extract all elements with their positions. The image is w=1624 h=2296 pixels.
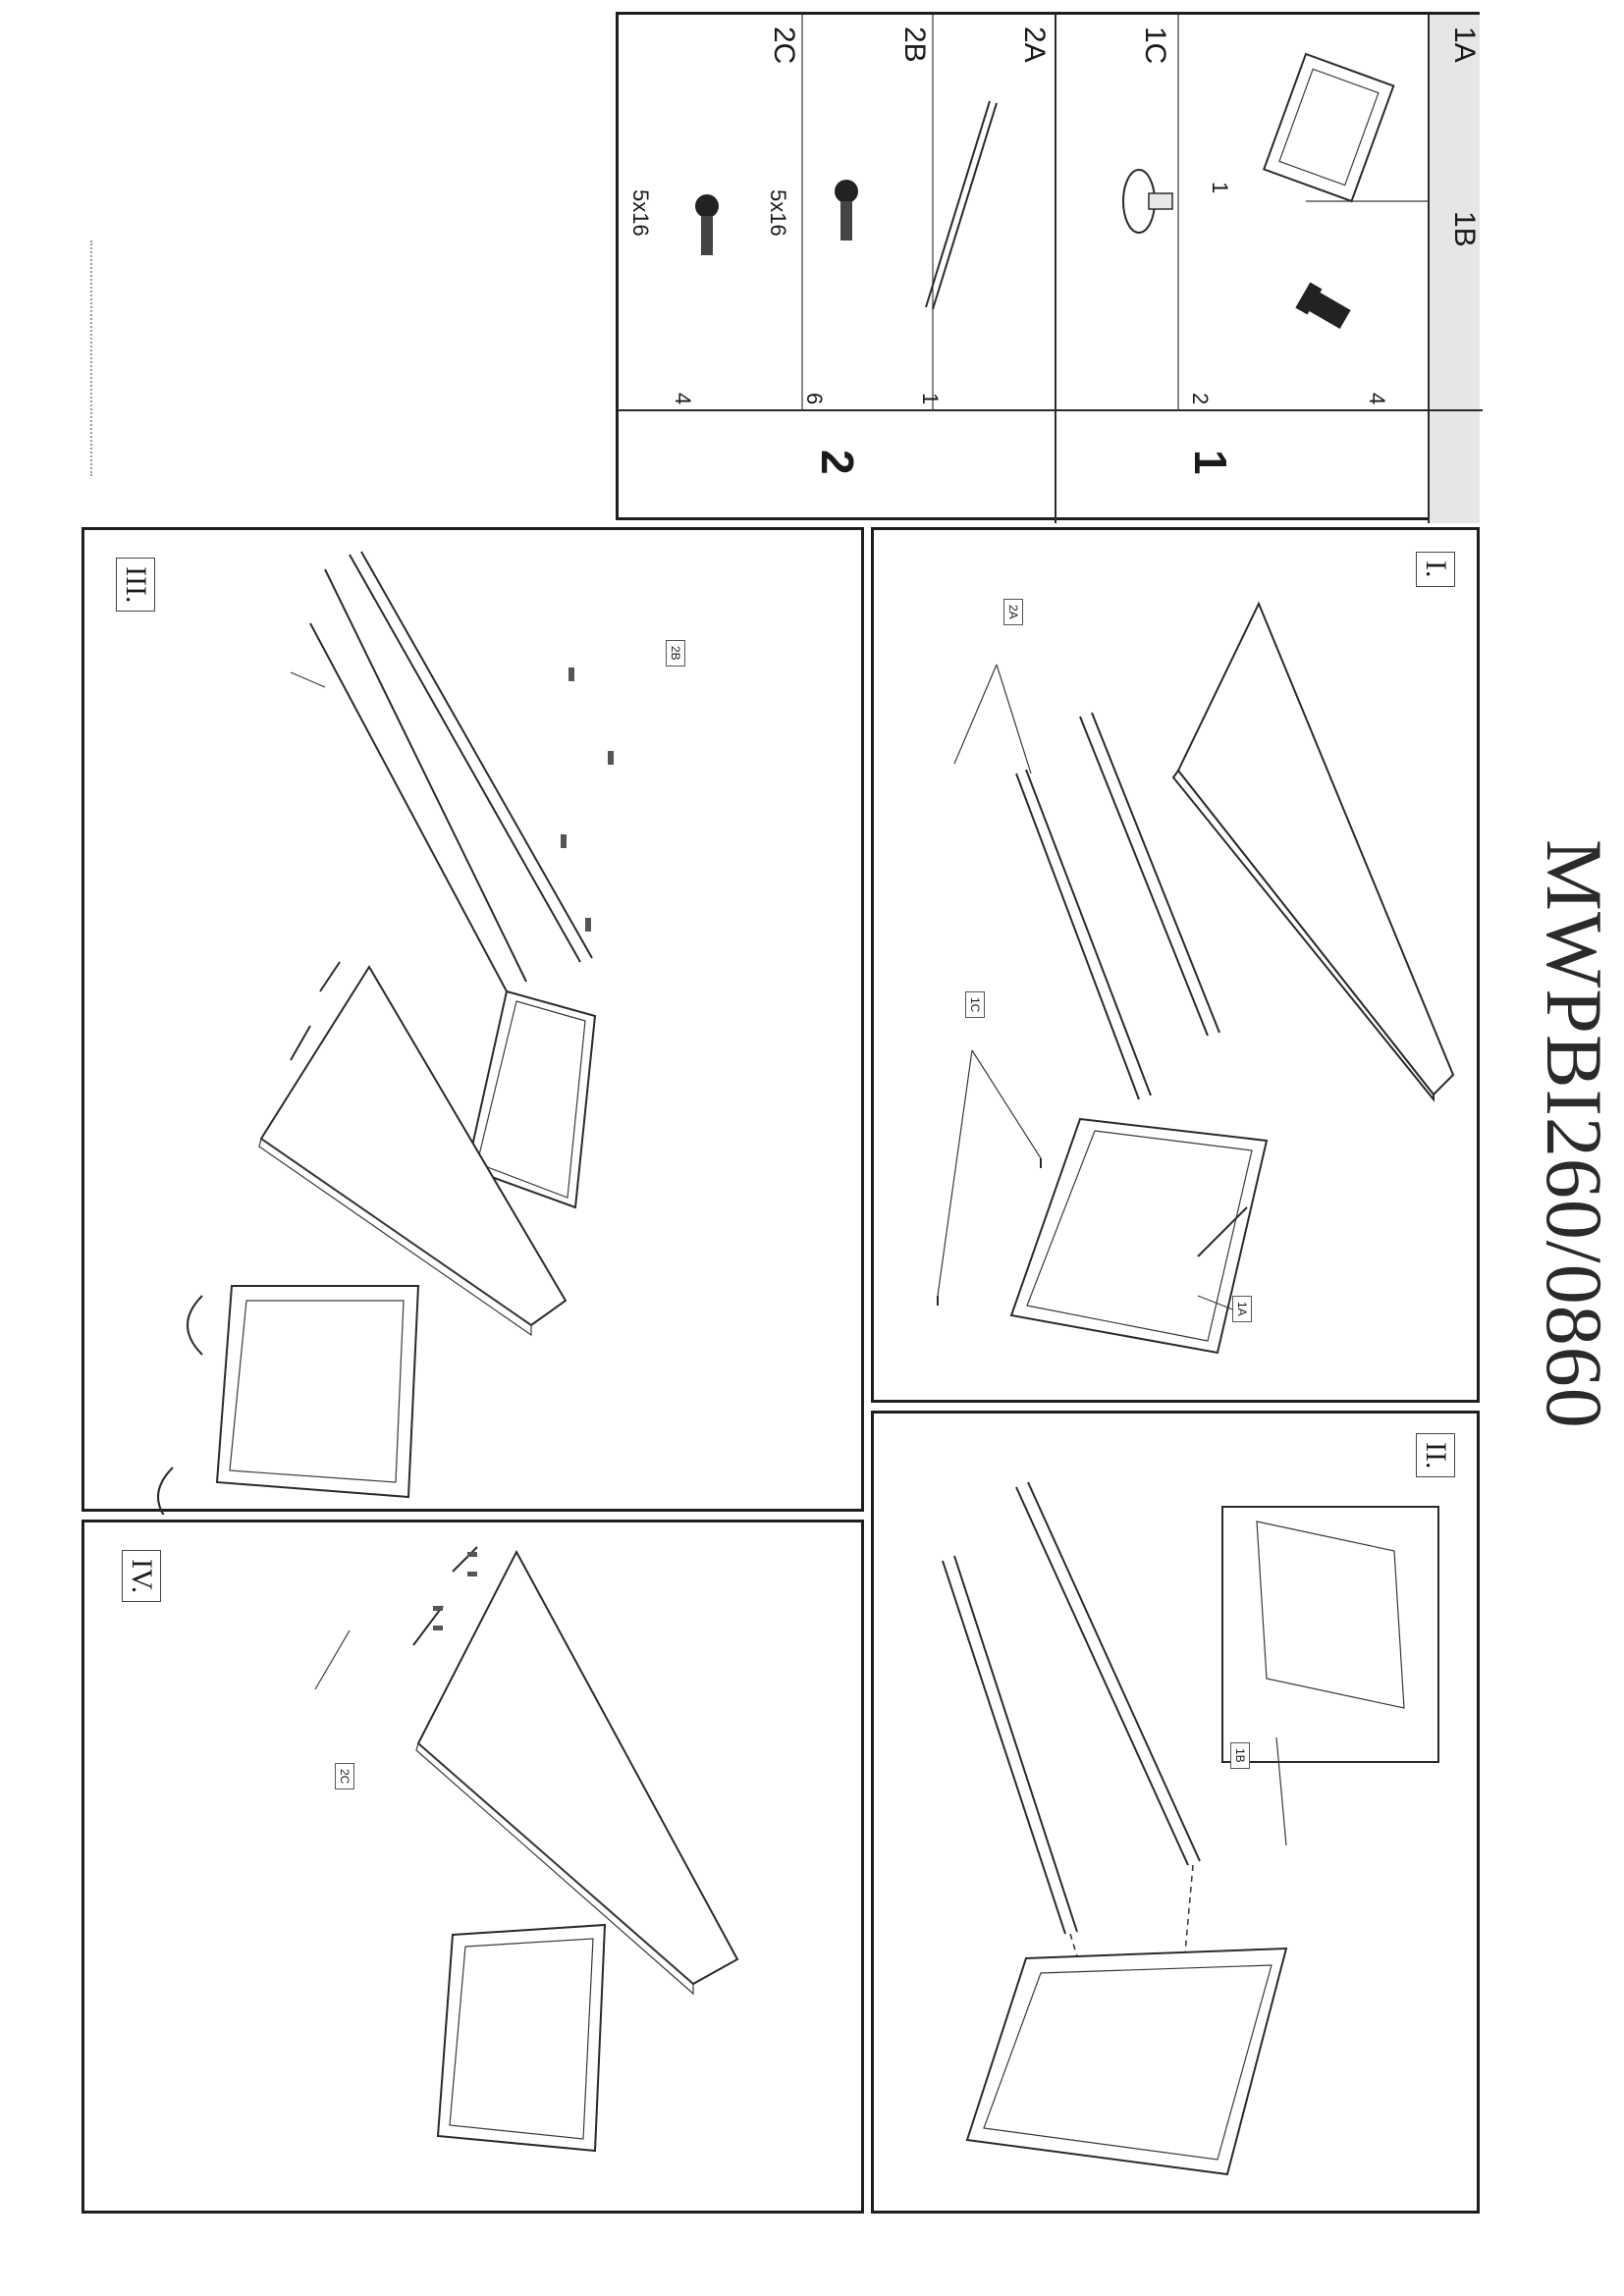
step-4-panel: IV. 2C (81, 1520, 864, 2214)
part-qty-1c: 2 (1188, 393, 1213, 405)
step-2-label: II. (1416, 1433, 1455, 1478)
step-3-panel: III. 2B (81, 527, 864, 1515)
callout-2b: 2B (666, 640, 685, 667)
margin-dotted-line (90, 240, 92, 476)
document-title: MWPBI260/0860 (1530, 839, 1619, 1429)
step-4-illustration (314, 1546, 739, 2153)
part-extra-label: 1 (1208, 182, 1232, 194)
callout-2c: 2C (335, 1763, 354, 1790)
part-qty-2b: 6 (802, 393, 827, 405)
callout-1b: 1B (1230, 1742, 1250, 1769)
step-1-label: I. (1416, 552, 1455, 587)
callout-2a: 2A (1003, 599, 1023, 625)
part-code-1a: 1A (1448, 27, 1481, 63)
part-code-2c: 2C (768, 27, 800, 65)
parts-table: 1A 1B 1C 4 2 1 1 2A 2B 2C 5x16 5x16 1 6 … (616, 12, 1483, 523)
part-size-2c: 5x16 (628, 189, 653, 237)
part-qty-2c: 4 (671, 393, 695, 405)
step-4-label: IV. (122, 1550, 161, 1603)
step-2-panel: II. 1B (871, 1411, 1480, 2214)
part-code-1b: 1B (1448, 211, 1481, 247)
step-1-panel: I. 2A 1C 1A (871, 527, 1480, 1403)
part-code-2a: 2A (1018, 27, 1051, 63)
part-code-1c: 1C (1139, 27, 1171, 65)
group-number-1: 1 (1185, 450, 1236, 475)
part-qty-2a: 1 (918, 393, 943, 405)
step-3-label: III. (116, 558, 155, 613)
step-3-illustration (157, 551, 614, 1515)
step-2-illustration (942, 1481, 1439, 2176)
part-qty-1b: 4 (1365, 393, 1389, 405)
callout-1c: 1C (965, 991, 985, 1019)
part-code-2b: 2B (898, 27, 931, 63)
callout-1a: 1A (1232, 1296, 1252, 1322)
group-number-2: 2 (812, 450, 863, 475)
part-size-2b: 5x16 (766, 189, 790, 237)
step-1-illustration (937, 601, 1455, 1355)
